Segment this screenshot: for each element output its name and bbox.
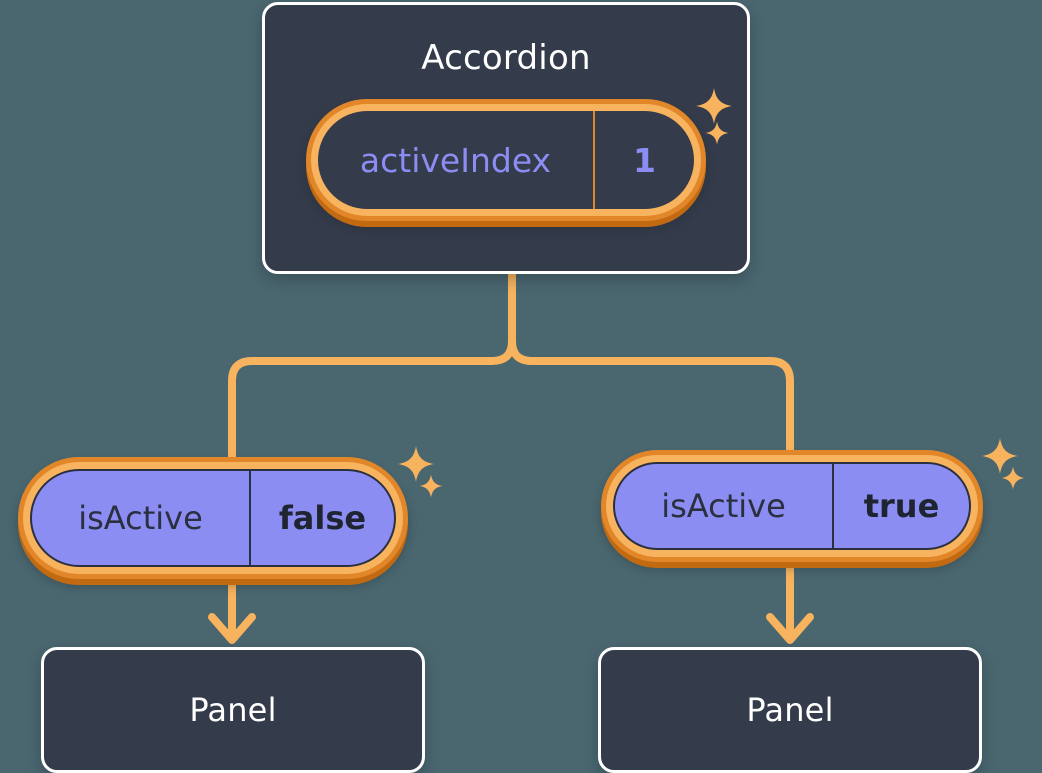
prop-pill-is-active-left[interactable]: isActive false bbox=[18, 457, 408, 579]
prop-pill-is-active-right[interactable]: isActive true bbox=[601, 450, 983, 562]
prop-value-label: true bbox=[863, 487, 940, 525]
connector-left-branch bbox=[228, 270, 516, 463]
state-key-label: activeIndex bbox=[318, 111, 595, 209]
panel-card-right[interactable]: Panel bbox=[598, 647, 982, 773]
prop-key-label: isActive bbox=[32, 471, 251, 565]
sparkle-small-icon bbox=[1000, 465, 1026, 491]
arrow-head-left-icon bbox=[208, 613, 256, 644]
state-pill-active-index[interactable]: activeIndex 1 bbox=[306, 99, 706, 221]
pill-body: isActive true bbox=[613, 462, 971, 550]
prop-key-label: isActive bbox=[615, 464, 834, 548]
pill-body: activeIndex 1 bbox=[318, 111, 694, 209]
panel-title: Panel bbox=[746, 691, 834, 729]
panel-title: Panel bbox=[189, 691, 277, 729]
prop-value-label: false bbox=[278, 499, 367, 537]
pill-body: isActive false bbox=[30, 469, 396, 567]
sparkle-large-icon bbox=[980, 436, 1020, 476]
accordion-title: Accordion bbox=[421, 38, 591, 78]
sparkle-large-icon bbox=[396, 444, 436, 484]
state-value-label: 1 bbox=[633, 140, 656, 180]
arrow-head-right-icon bbox=[766, 613, 814, 644]
sparkle-small-icon bbox=[418, 473, 444, 499]
panel-card-left[interactable]: Panel bbox=[41, 647, 425, 773]
connector-right-branch bbox=[508, 270, 794, 456]
